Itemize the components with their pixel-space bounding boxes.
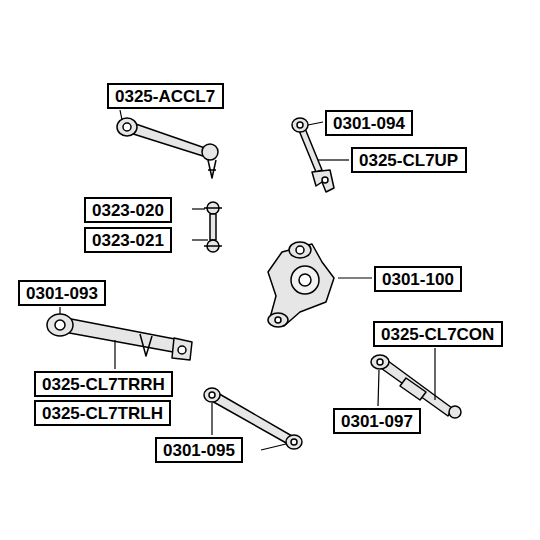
part-number-box: 0301-097	[333, 408, 421, 434]
part-number-box: 0323-020	[84, 197, 172, 223]
part-number-box: 0301-095	[155, 437, 243, 463]
part-number: 0325-CL7TRRH	[42, 375, 165, 394]
part-number: 0323-020	[92, 201, 164, 220]
part-number: 0323-021	[92, 231, 164, 250]
part-number-box: 0325-CL7TRLH	[34, 400, 171, 426]
part-number: 0325-ACCL7	[115, 87, 215, 106]
part-number-box: 0301-094	[325, 110, 413, 136]
fork-end	[312, 170, 334, 192]
ball-joint	[202, 144, 218, 160]
part-number: 0301-095	[163, 441, 235, 460]
part-number-box: 0301-093	[18, 280, 106, 306]
part-number: 0325-CL7UP	[359, 151, 458, 170]
part-number: 0301-100	[382, 270, 454, 289]
part-number: 0325-CL7CON	[381, 325, 494, 344]
trailing-arm	[64, 318, 184, 354]
part-number: 0301-094	[333, 114, 405, 133]
part-number-box: 0323-021	[84, 227, 172, 253]
part-number: 0325-CL7TRLH	[42, 404, 163, 423]
bushing	[117, 118, 137, 136]
part-number: 0301-097	[341, 412, 413, 431]
part-number-box: 0325-CL7UP	[351, 147, 467, 173]
part-number-box: 0325-CL7CON	[373, 321, 503, 347]
upper-arm	[298, 126, 322, 172]
part-number-box: 0325-ACCL7	[107, 83, 224, 109]
control-arm	[127, 122, 205, 156]
part-number-box: 0325-CL7TRRH	[34, 371, 173, 397]
part-number-box: 0301-100	[374, 266, 462, 292]
part-number: 0301-093	[26, 284, 98, 303]
